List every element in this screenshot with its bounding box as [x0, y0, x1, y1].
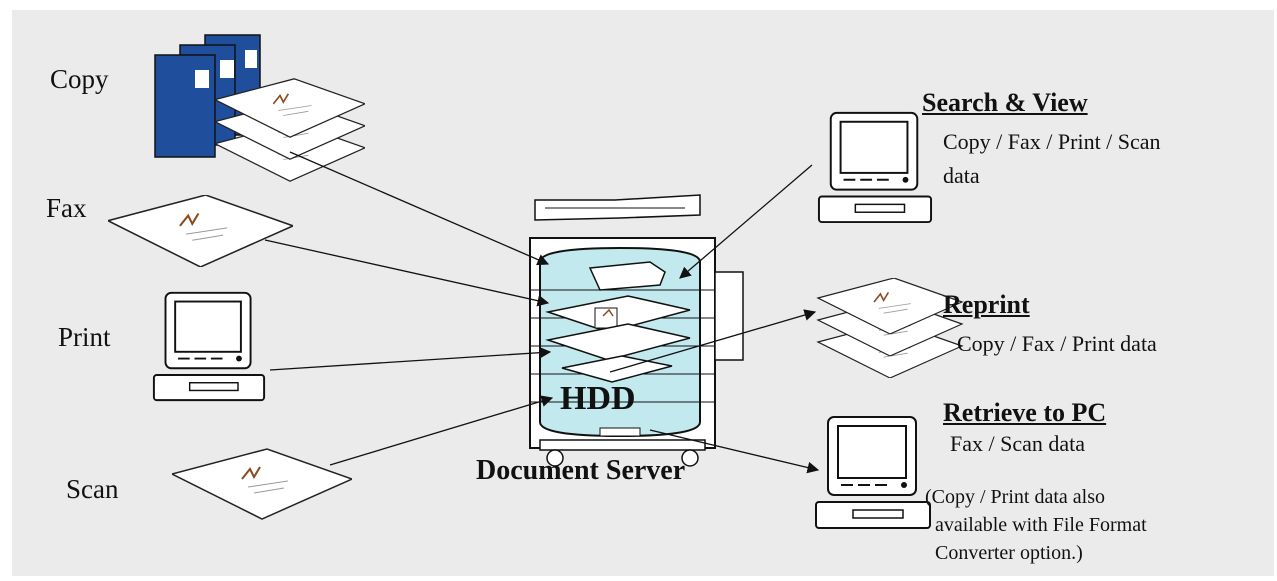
document-server-label: Document Server	[476, 455, 686, 486]
hdd-label: HDD	[560, 380, 636, 417]
arrow-server-to-search	[679, 164, 813, 279]
scan-label: Scan	[66, 474, 119, 504]
retrieve-line1: Fax / Scan data	[950, 431, 1086, 456]
arrow-copy-to-server	[289, 151, 550, 266]
reprint-line1: Copy / Fax / Print data	[957, 331, 1157, 356]
retrieve-computer-icon	[814, 415, 932, 530]
arrow-scan-to-server	[329, 395, 554, 466]
arrow-server-to-reprint	[609, 309, 817, 373]
search-view-computer-icon	[817, 111, 933, 224]
search-view-line1: Copy / Fax / Print / Scan	[943, 129, 1161, 154]
retrieve-note-line2: available with File Format	[935, 514, 1147, 536]
retrieve-note-line3: Converter option.)	[935, 542, 1083, 564]
print-label: Print	[58, 322, 111, 352]
binder-icon	[154, 34, 261, 158]
copy-label: Copy	[50, 64, 109, 94]
retrieve-heading: Retrieve to PC	[943, 398, 1107, 427]
search-view-line2: data	[943, 163, 980, 188]
search-view-heading: Search & View	[922, 88, 1088, 117]
reprint-heading: Reprint	[943, 290, 1030, 319]
fax-label: Fax	[46, 193, 87, 223]
arrow-fax-to-server	[264, 239, 550, 307]
arrow-server-to-retrieve	[649, 429, 820, 474]
retrieve-note-line1: (Copy / Print data also	[925, 486, 1105, 508]
arrow-print-to-server	[269, 346, 552, 371]
flow-arrows	[264, 151, 820, 474]
print-computer-icon	[152, 291, 266, 402]
document-server-icon	[529, 194, 744, 467]
